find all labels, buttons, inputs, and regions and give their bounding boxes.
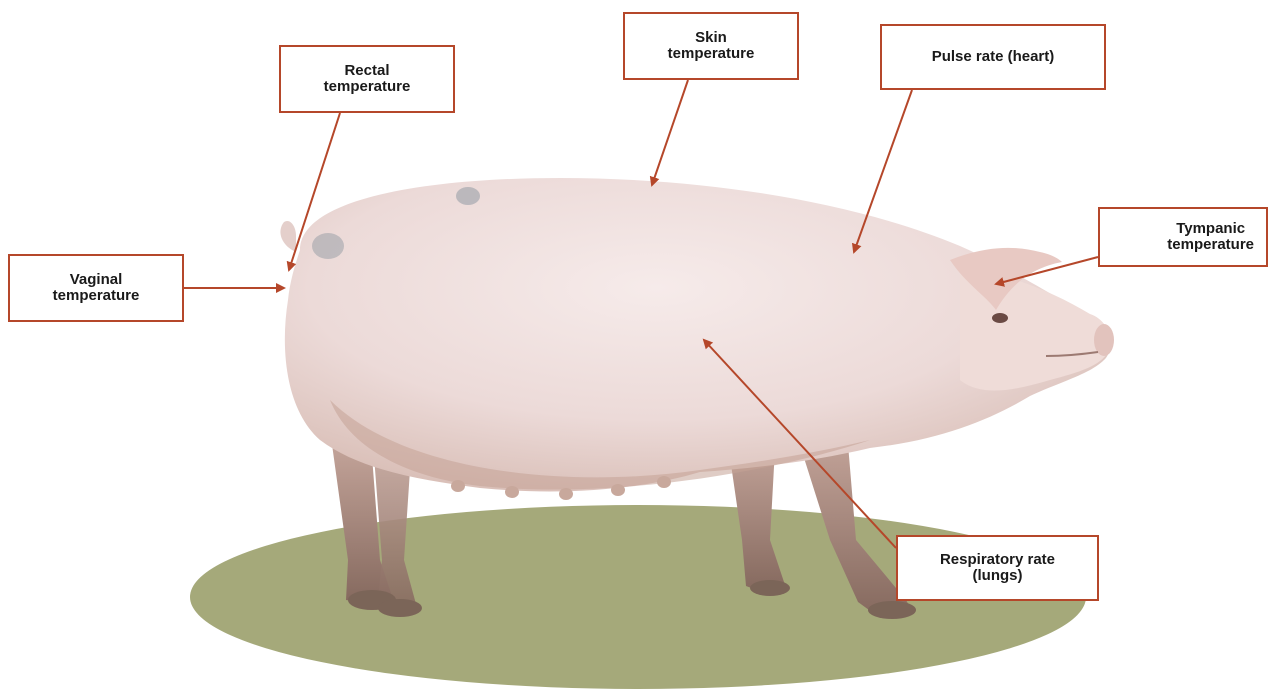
callout-text: Pulse rate (heart) bbox=[932, 49, 1055, 65]
callout-skin-temperature: Skin temperature bbox=[623, 12, 799, 80]
callout-pulse-rate: Pulse rate (heart) bbox=[880, 24, 1106, 90]
callout-text: Tympanic bbox=[1167, 221, 1254, 237]
arrow-skin bbox=[652, 80, 688, 185]
callout-text: Rectal bbox=[324, 63, 411, 79]
callout-rectal-temperature: Rectal temperature bbox=[279, 45, 455, 113]
callout-tympanic-temperature: Tympanic temperature bbox=[1098, 207, 1268, 267]
callout-text: Vaginal bbox=[53, 272, 140, 288]
callout-text: temperature bbox=[668, 46, 755, 62]
callout-text: temperature bbox=[1167, 237, 1254, 253]
pig-tail bbox=[280, 221, 296, 252]
callout-text: temperature bbox=[324, 79, 411, 95]
callout-respiratory-rate: Respiratory rate (lungs) bbox=[896, 535, 1099, 601]
callout-text: Skin bbox=[668, 30, 755, 46]
callout-text: Respiratory rate bbox=[940, 552, 1055, 568]
callout-text: temperature bbox=[53, 288, 140, 304]
callout-text: (lungs) bbox=[940, 568, 1055, 584]
callout-vaginal-temperature: Vaginal temperature bbox=[8, 254, 184, 322]
